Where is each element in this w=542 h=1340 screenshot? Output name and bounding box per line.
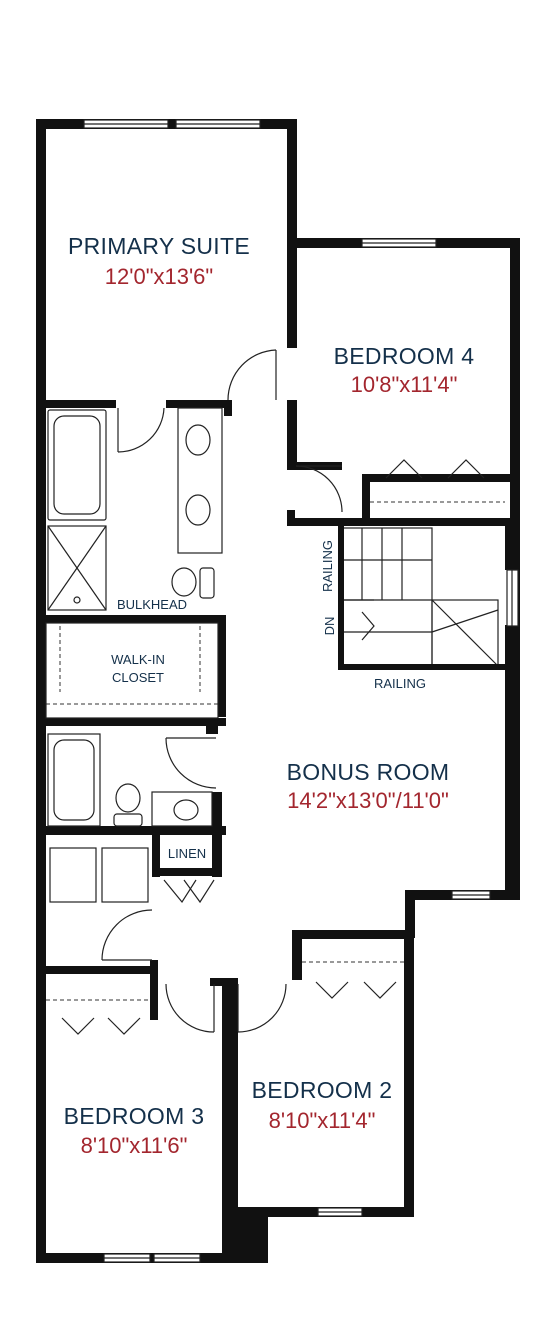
bonus-room-dims: 14'2"x13'0"/11'0"	[287, 788, 449, 813]
primary-suite-name: PRIMARY SUITE	[68, 233, 250, 259]
doors	[61, 349, 485, 1035]
walk-in-closet-label-2: CLOSET	[112, 670, 164, 685]
bonus-room-name: BONUS ROOM	[287, 759, 450, 785]
closet-shelving	[45, 501, 505, 1001]
down-label: DN	[322, 617, 337, 636]
staircase	[338, 526, 510, 670]
bedroom-2-dims: 8'10"x11'4"	[269, 1108, 376, 1133]
linen-label: LINEN	[168, 846, 206, 861]
bulkhead-label: BULKHEAD	[117, 597, 187, 612]
bedroom-3-name: BEDROOM 3	[64, 1103, 205, 1129]
bedroom-2-name: BEDROOM 2	[252, 1077, 393, 1103]
railing-bottom-label: RAILING	[374, 676, 426, 691]
railing-left-label: RAILING	[320, 540, 335, 592]
bedroom-3-dims: 8'10"x11'6"	[81, 1133, 188, 1158]
fixtures	[47, 407, 223, 903]
windows	[83, 119, 519, 1263]
walk-in-closet-label-1: WALK-IN	[111, 652, 165, 667]
room-labels: PRIMARY SUITE 12'0"x13'6" BEDROOM 4 10'8…	[64, 233, 475, 1158]
bedroom-4-name: BEDROOM 4	[334, 343, 475, 369]
bedroom-4-dims: 10'8"x11'4"	[351, 372, 458, 397]
primary-suite-dims: 12'0"x13'6"	[105, 264, 213, 289]
